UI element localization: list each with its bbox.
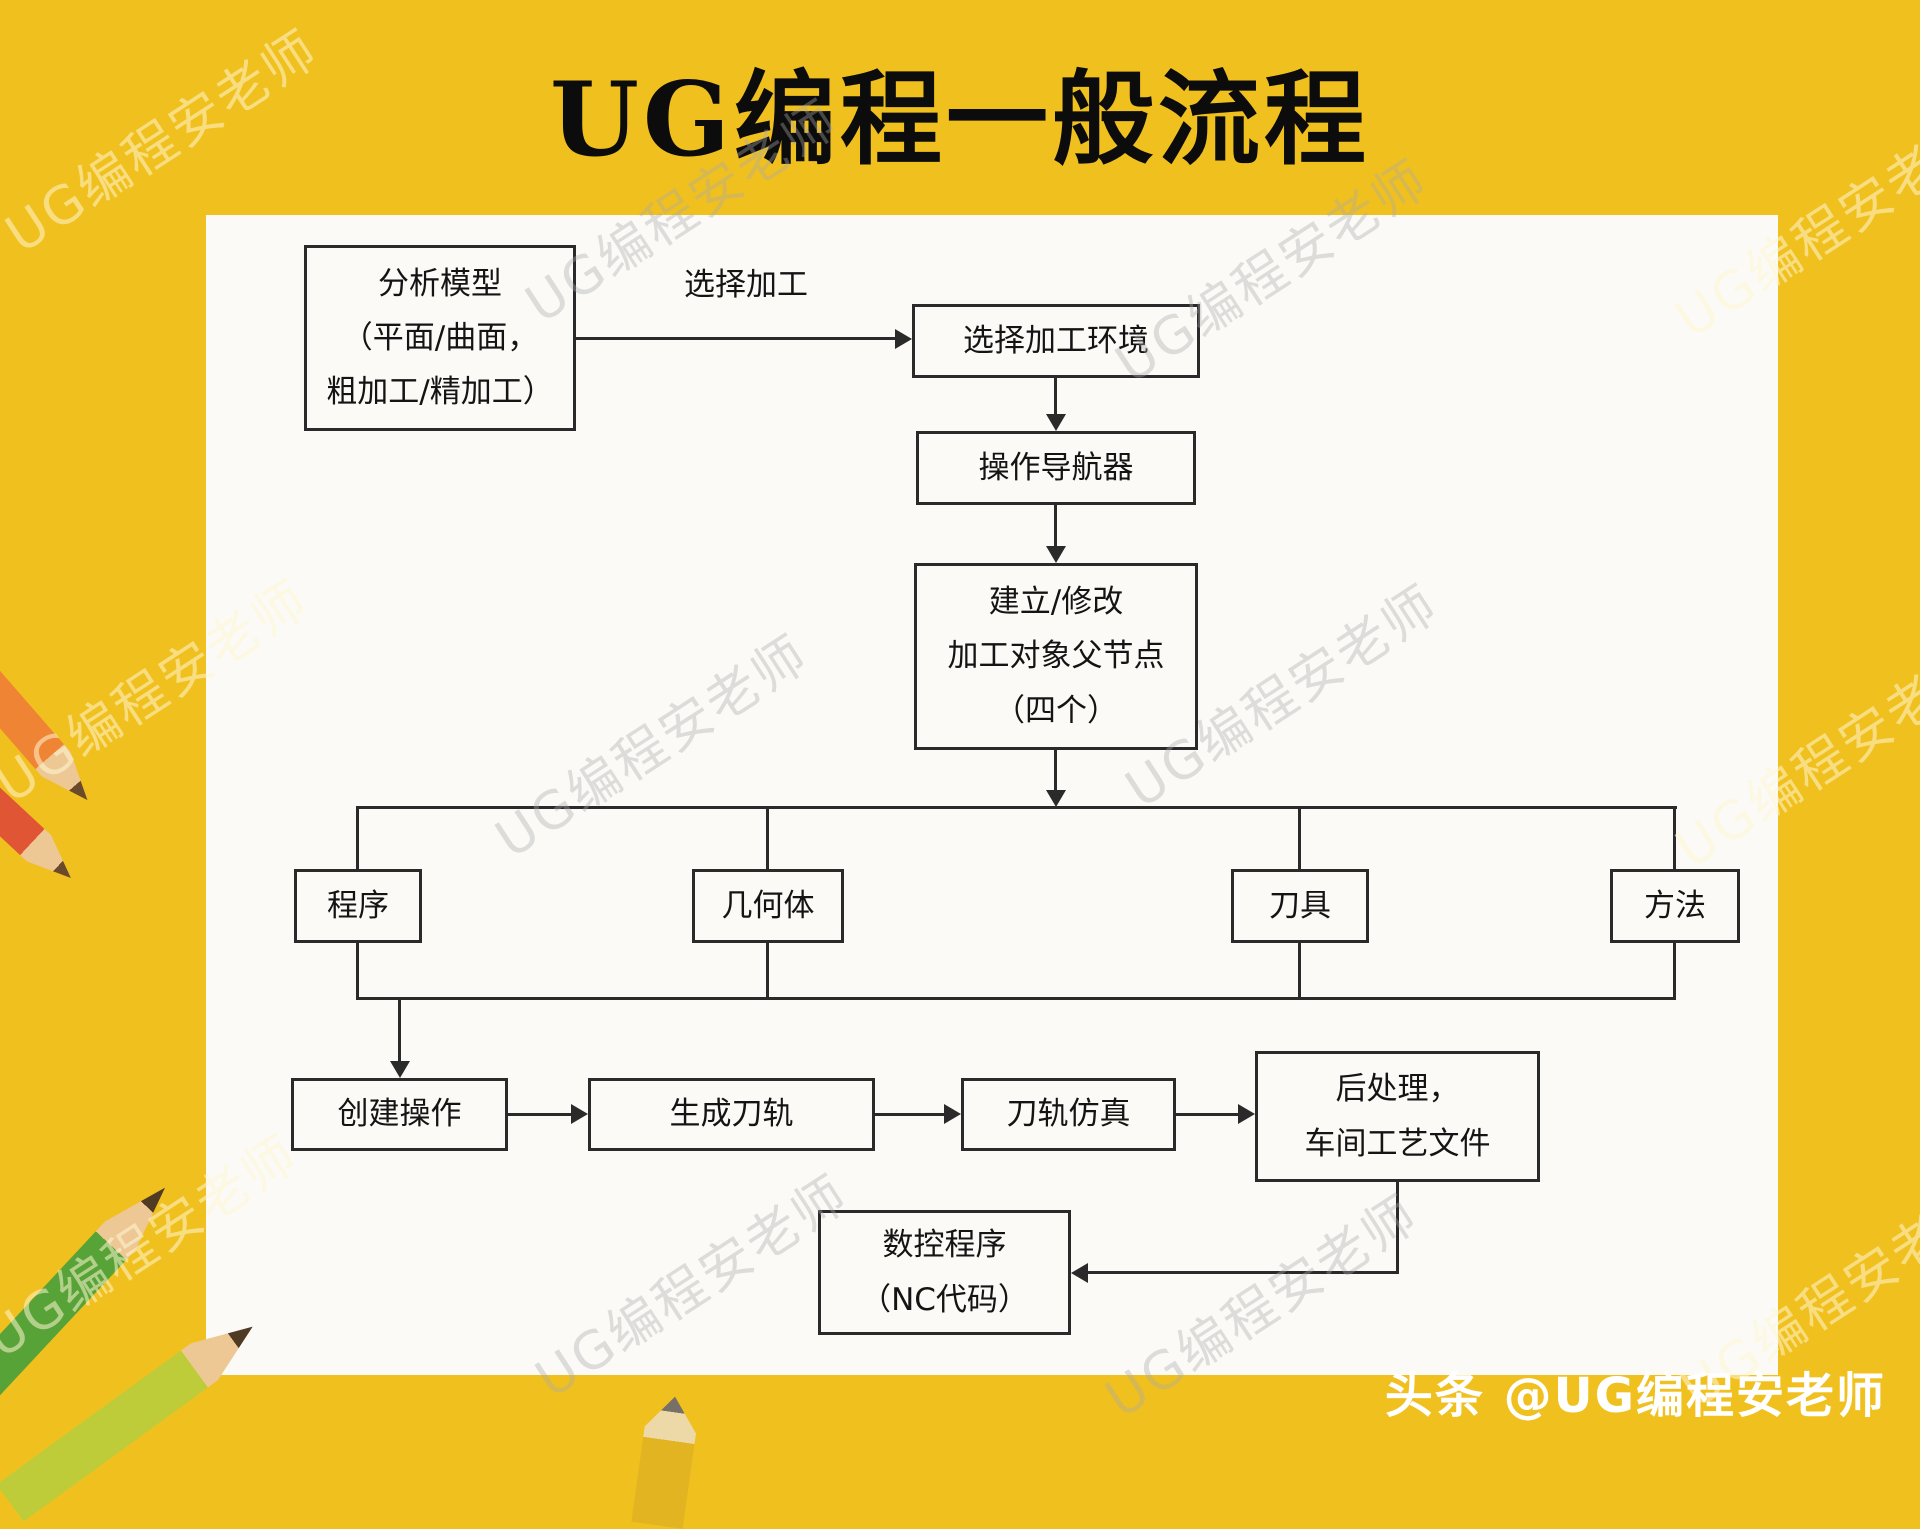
node-analyze-model-line2: （平面/曲面， <box>341 319 539 356</box>
credit-text: 头条 @UG编程安老师 <box>1384 1368 1886 1424</box>
node-toolpath-simulation-label: 刀轨仿真 <box>1006 1096 1131 1133</box>
node-tool-label: 刀具 <box>1269 887 1331 924</box>
arrowhead-createop-genpath <box>571 1104 588 1124</box>
node-generate-toolpath: 生成刀轨 <box>588 1078 875 1151</box>
node-nc-program-line2: （NC代码） <box>860 1281 1029 1318</box>
node-nc-program-line1: 数控程序 <box>882 1227 1007 1264</box>
merge-line-program <box>356 943 359 999</box>
arrowhead-genpath-simpath <box>944 1104 961 1124</box>
connector-genpath-simpath <box>875 1113 945 1116</box>
edge-label-select-machining: 选择加工 <box>684 267 808 303</box>
arrowhead-simpath-post <box>1238 1104 1255 1124</box>
page-title: UG编程一般流程 <box>549 60 1371 180</box>
node-create-operation-label: 创建操作 <box>337 1096 462 1133</box>
node-postprocess-line2: 车间工艺文件 <box>1304 1125 1491 1162</box>
node-operation-navigator-label: 操作导航器 <box>978 449 1134 486</box>
drop-line-program <box>356 806 359 869</box>
arrowhead-parent-distribution <box>1046 790 1066 807</box>
node-geometry: 几何体 <box>692 869 844 943</box>
node-toolpath-simulation: 刀轨仿真 <box>961 1078 1176 1151</box>
node-operation-navigator: 操作导航器 <box>916 431 1196 505</box>
distribution-line <box>357 806 1677 809</box>
connector-createop-genpath <box>508 1113 572 1116</box>
node-program-label: 程序 <box>327 887 389 924</box>
node-analyze-model-line3: 粗加工/精加工） <box>326 374 554 411</box>
node-analyze-model: 分析模型 （平面/曲面， 粗加工/精加工） <box>304 245 576 431</box>
connector-merge-createop <box>398 997 401 1062</box>
connector-parent-distribution <box>1054 750 1057 792</box>
node-analyze-model-line1: 分析模型 <box>378 265 502 302</box>
node-program: 程序 <box>294 869 422 943</box>
connector-analyze-env <box>576 337 896 340</box>
node-parent-nodes-line1: 建立/修改 <box>988 584 1124 621</box>
connector-simpath-post <box>1176 1113 1239 1116</box>
merge-line-method <box>1673 943 1676 999</box>
node-postprocess-line1: 后处理， <box>1335 1071 1460 1108</box>
merge-line-tool <box>1298 943 1301 999</box>
node-postprocess: 后处理， 车间工艺文件 <box>1255 1051 1540 1182</box>
node-nc-program: 数控程序 （NC代码） <box>818 1210 1071 1335</box>
connector-post-nc <box>1087 1271 1399 1274</box>
node-select-environment: 选择加工环境 <box>912 304 1200 378</box>
connector-navigator-parent <box>1054 505 1057 548</box>
node-method: 方法 <box>1610 869 1740 943</box>
drop-line-method <box>1673 806 1676 869</box>
connector-env-navigator <box>1054 378 1057 416</box>
pencil-orange-decoration <box>0 607 102 813</box>
node-generate-toolpath-label: 生成刀轨 <box>669 1096 794 1133</box>
arrowhead-post-nc <box>1071 1263 1088 1283</box>
node-tool: 刀具 <box>1231 869 1369 943</box>
merge-line-geometry <box>766 943 769 999</box>
drop-line-geometry <box>766 806 769 869</box>
arrowhead-analyze-env <box>895 329 912 349</box>
node-parent-nodes-line2: 加工对象父节点 <box>947 638 1165 675</box>
merge-line <box>356 997 1676 1000</box>
drop-line-tool <box>1298 806 1301 869</box>
node-select-environment-label: 选择加工环境 <box>963 322 1149 359</box>
node-parent-nodes: 建立/修改 加工对象父节点 （四个） <box>914 563 1198 750</box>
node-create-operation: 创建操作 <box>291 1078 508 1151</box>
arrowhead-merge-createop <box>390 1061 410 1078</box>
flowchart-panel: 分析模型 （平面/曲面， 粗加工/精加工） 选择加工 选择加工环境 操作导航器 … <box>206 215 1778 1375</box>
node-geometry-label: 几何体 <box>721 887 815 924</box>
pencil-yellow-decoration <box>631 1393 701 1529</box>
arrowhead-env-navigator <box>1046 414 1066 431</box>
node-method-label: 方法 <box>1644 887 1706 924</box>
connector-post-down <box>1396 1182 1399 1274</box>
arrowhead-navigator-parent <box>1046 546 1066 563</box>
node-parent-nodes-line3: （四个） <box>994 692 1118 729</box>
